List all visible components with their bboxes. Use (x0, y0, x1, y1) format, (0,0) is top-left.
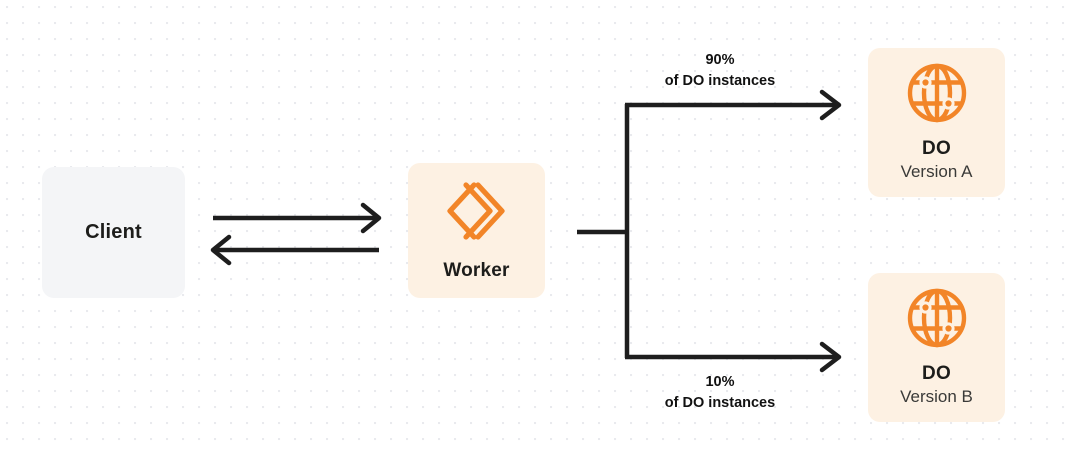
arrow-worker-to-do-a (625, 89, 842, 121)
arrow-client-to-worker (213, 202, 382, 234)
node-do-b-subtitle: Version B (900, 387, 973, 407)
edge-label-do-b-percent: 10% (705, 374, 735, 390)
node-do-a-subtitle: Version A (900, 162, 973, 182)
node-worker: Worker (408, 163, 545, 298)
node-client-title: Client (85, 221, 142, 243)
edge-label-do-a: 90% of DO instances (615, 50, 825, 92)
arrow-worker-to-do-b (625, 341, 842, 373)
node-client: Client (42, 167, 185, 298)
node-do-version-b: DO Version B (868, 273, 1005, 422)
edge-label-do-b: 10% of DO instances (615, 372, 825, 414)
cloudflare-workers-icon (444, 180, 510, 242)
edge-label-do-a-percent: 90% (705, 52, 735, 68)
node-do-b-title: DO (922, 363, 951, 385)
node-worker-title: Worker (443, 259, 510, 281)
globe-icon (906, 62, 968, 124)
edge-label-do-b-description: of DO instances (664, 395, 776, 412)
globe-icon (906, 287, 968, 349)
node-do-a-title: DO (922, 138, 951, 160)
edge-label-do-a-description: of DO instances (664, 73, 776, 90)
branch-trunk (577, 104, 630, 358)
arrow-worker-to-client (210, 234, 379, 266)
node-do-version-a: DO Version A (868, 48, 1005, 197)
